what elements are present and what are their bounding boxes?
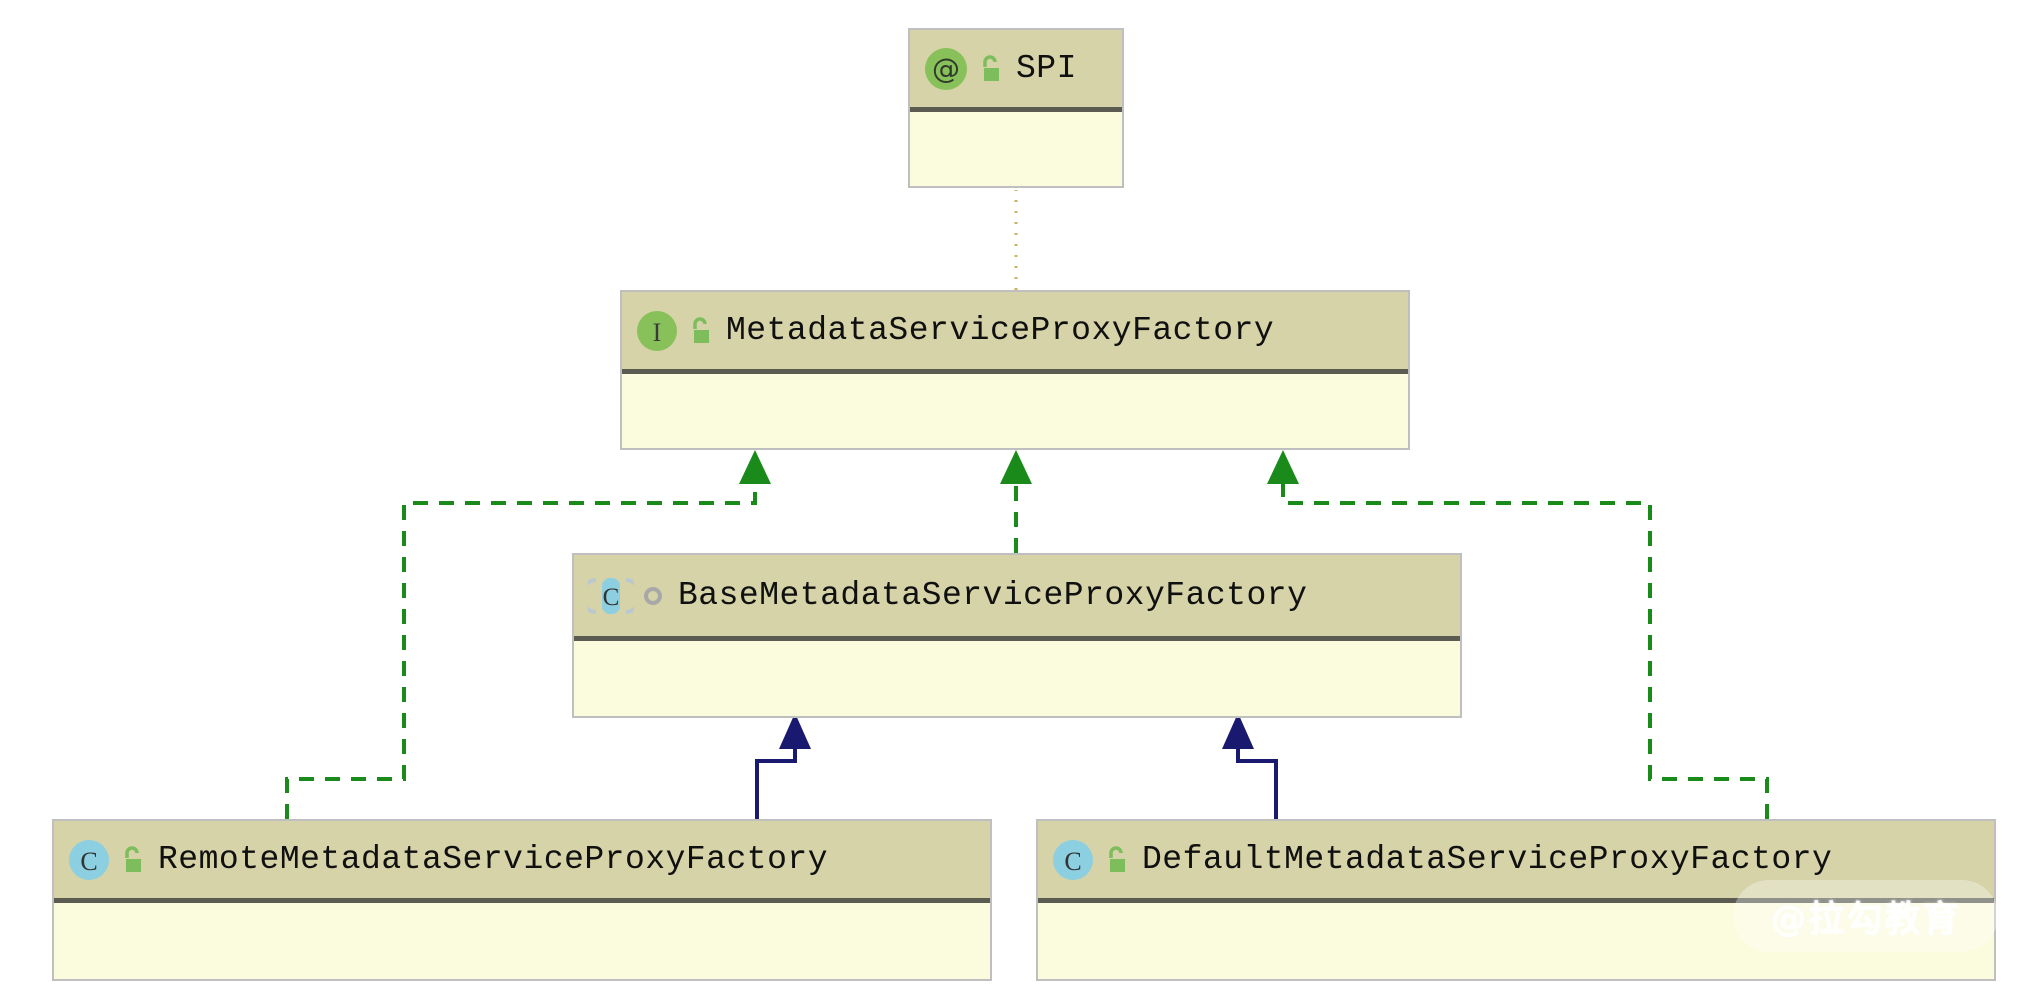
- class-c-icon: C: [1052, 839, 1094, 881]
- uml-node-metadata-service-proxy-factory-body: [622, 374, 1408, 444]
- uml-node-base-metadata-service-proxy-factory-title: BaseMetadataServiceProxyFactory: [678, 577, 1308, 614]
- svg-text:I: I: [653, 318, 662, 347]
- uml-node-default-metadata-service-proxy-factory-title: DefaultMetadataServiceProxyFactory: [1142, 841, 1833, 878]
- open-padlock-icon: [1102, 845, 1128, 875]
- open-padlock-icon: [976, 54, 1002, 84]
- svg-text:C: C: [80, 847, 97, 876]
- uml-node-remote-metadata-service-proxy-factory[interactable]: C RemoteMetadataServiceProxyFactory: [52, 819, 992, 981]
- uml-node-spi[interactable]: @ SPI: [908, 28, 1124, 188]
- uml-node-spi-header: @ SPI: [910, 30, 1122, 112]
- uml-node-remote-metadata-service-proxy-factory-title: RemoteMetadataServiceProxyFactory: [158, 841, 829, 878]
- edge-default-realizes-interface: [1267, 450, 1769, 819]
- edge-remote-extends-base: [755, 713, 811, 819]
- edge-base-realizes-interface: [1000, 450, 1032, 553]
- open-padlock-icon: [686, 316, 712, 346]
- svg-text:C: C: [1064, 847, 1081, 876]
- uml-node-default-metadata-service-proxy-factory-body: [1038, 903, 1994, 973]
- uml-node-metadata-service-proxy-factory-header: I MetadataServiceProxyFactory: [622, 292, 1408, 374]
- edge-default-extends-base: [1222, 713, 1278, 819]
- open-padlock-icon: [118, 845, 144, 875]
- uml-node-spi-body: [910, 112, 1122, 182]
- class-c-icon: C: [68, 839, 110, 881]
- uml-node-remote-metadata-service-proxy-factory-body: [54, 903, 990, 973]
- uml-node-remote-metadata-service-proxy-factory-header: C RemoteMetadataServiceProxyFactory: [54, 821, 990, 903]
- uml-node-spi-title: SPI: [1016, 50, 1077, 87]
- uml-node-metadata-service-proxy-factory-title: MetadataServiceProxyFactory: [726, 312, 1275, 349]
- uml-node-base-metadata-service-proxy-factory[interactable]: C BaseMetadataServiceProxyFactory: [572, 553, 1462, 718]
- svg-text:C: C: [603, 584, 620, 611]
- uml-node-default-metadata-service-proxy-factory-header: C DefaultMetadataServiceProxyFactory: [1038, 821, 1994, 903]
- annotation-at-icon: @: [924, 47, 968, 91]
- uml-node-base-metadata-service-proxy-factory-body: [574, 641, 1460, 712]
- uml-node-base-metadata-service-proxy-factory-header: C BaseMetadataServiceProxyFactory: [574, 555, 1460, 641]
- uml-node-metadata-service-proxy-factory[interactable]: I MetadataServiceProxyFactory: [620, 290, 1410, 450]
- interface-i-icon: I: [636, 310, 678, 352]
- svg-text:@: @: [932, 52, 960, 85]
- edge-remote-realizes-interface: [285, 450, 771, 819]
- abstract-class-c-icon: C: [588, 574, 634, 618]
- abstract-circle-icon: [642, 585, 664, 607]
- uml-node-default-metadata-service-proxy-factory[interactable]: C DefaultMetadataServiceProxyFactory: [1036, 819, 1996, 981]
